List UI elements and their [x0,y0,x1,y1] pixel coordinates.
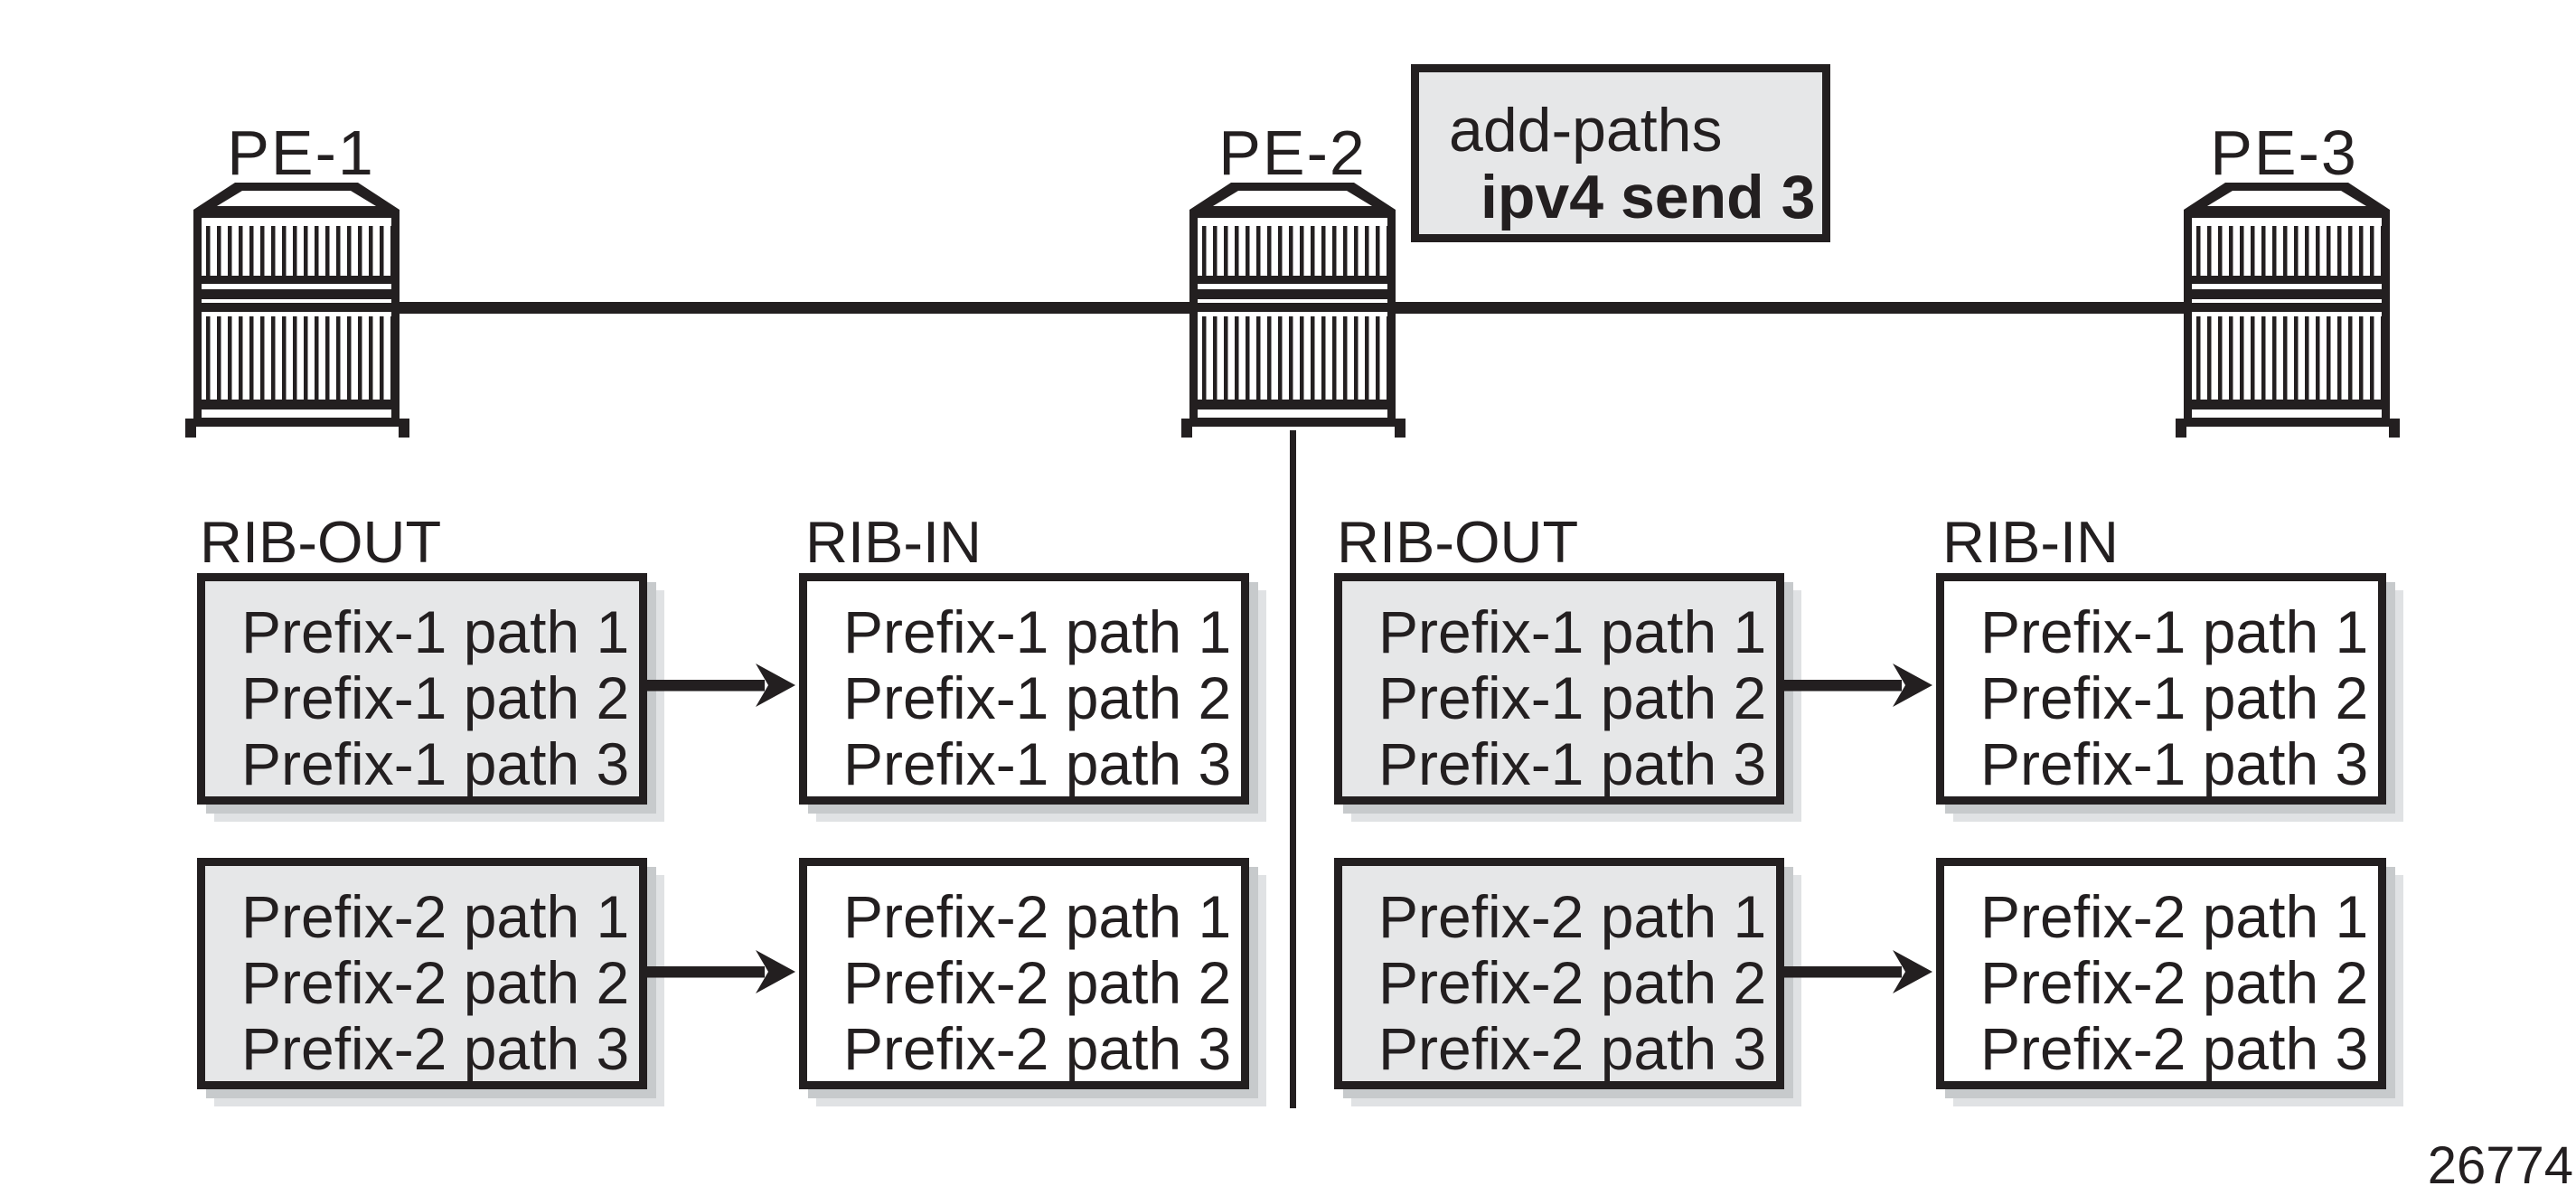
rib-entry: Prefix-1 path 1 [1378,598,1767,665]
rib-out-box-right-prefix1: Prefix-1 path 1 Prefix-1 path 2 Prefix-1… [1334,573,1784,805]
router-icon-pe2 [1180,183,1406,438]
advertise-arrow-icon [1782,657,1936,713]
rib-entry: Prefix-1 path 1 [843,598,1232,665]
rib-entry: Prefix-1 path 1 [241,598,630,665]
rib-entry: Prefix-1 path 2 [1378,664,1767,731]
session-divider-line [1290,430,1296,1108]
rib-in-box-right-prefix1: Prefix-1 path 1 Prefix-1 path 2 Prefix-1… [1936,573,2386,805]
rib-entry: Prefix-1 path 3 [1980,730,2369,797]
rib-entry: Prefix-2 path 2 [1378,949,1767,1016]
rib-out-label-right: RIB-OUT [1337,509,1579,575]
rib-in-label-left: RIB-IN [805,509,982,575]
advertise-arrow-icon [645,657,799,713]
rib-entry: Prefix-2 path 3 [1378,1015,1767,1082]
rib-entry: Prefix-2 path 2 [241,949,630,1016]
rib-in-box-left-prefix1: Prefix-1 path 1 Prefix-1 path 2 Prefix-1… [799,573,1249,805]
rib-in-box-right-prefix2: Prefix-2 path 1 Prefix-2 path 2 Prefix-2… [1936,858,2386,1089]
router-icon-pe1 [184,183,410,438]
rib-entry: Prefix-2 path 1 [241,883,630,950]
rib-entry: Prefix-1 path 3 [843,730,1232,797]
rib-entry: Prefix-2 path 3 [843,1015,1232,1082]
rib-entry: Prefix-1 path 3 [241,730,630,797]
rib-entry: Prefix-1 path 2 [843,664,1232,731]
config-note-line2: ipv4 send 3 [1481,163,1816,231]
rib-out-box-left-prefix2: Prefix-2 path 1 Prefix-2 path 2 Prefix-2… [197,858,647,1089]
figure-number: 26774 [2427,1136,2573,1186]
router-label-pe1: PE-1 [227,118,375,188]
config-note-box: add-paths ipv4 send 3 [1411,64,1830,242]
router-label-pe3: PE-3 [2210,118,2358,188]
rib-entry: Prefix-2 path 1 [1378,883,1767,950]
rib-entry: Prefix-1 path 2 [1980,664,2369,731]
rib-entry: Prefix-2 path 2 [843,949,1232,1016]
rib-entry: Prefix-1 path 3 [1378,730,1767,797]
rib-entry: Prefix-2 path 2 [1980,949,2369,1016]
advertise-arrow-icon [1782,944,1936,1000]
config-note-line1: add-paths [1449,96,1723,165]
advertise-arrow-icon [645,944,799,1000]
rib-entry: Prefix-2 path 3 [1980,1015,2369,1082]
rib-entry: Prefix-2 path 1 [1980,883,2369,950]
rib-in-label-right: RIB-IN [1942,509,2119,575]
rib-out-label-left: RIB-OUT [200,509,442,575]
router-label-pe2: PE-2 [1218,118,1367,188]
rib-out-box-left-prefix1: Prefix-1 path 1 Prefix-1 path 2 Prefix-1… [197,573,647,805]
rib-in-box-left-prefix2: Prefix-2 path 1 Prefix-2 path 2 Prefix-2… [799,858,1249,1089]
rib-entry: Prefix-1 path 1 [1980,598,2369,665]
rib-out-box-right-prefix2: Prefix-2 path 1 Prefix-2 path 2 Prefix-2… [1334,858,1784,1089]
rib-entry: Prefix-1 path 2 [241,664,630,731]
rib-entry: Prefix-2 path 3 [241,1015,630,1082]
router-icon-pe3 [2175,183,2401,438]
rib-entry: Prefix-2 path 1 [843,883,1232,950]
